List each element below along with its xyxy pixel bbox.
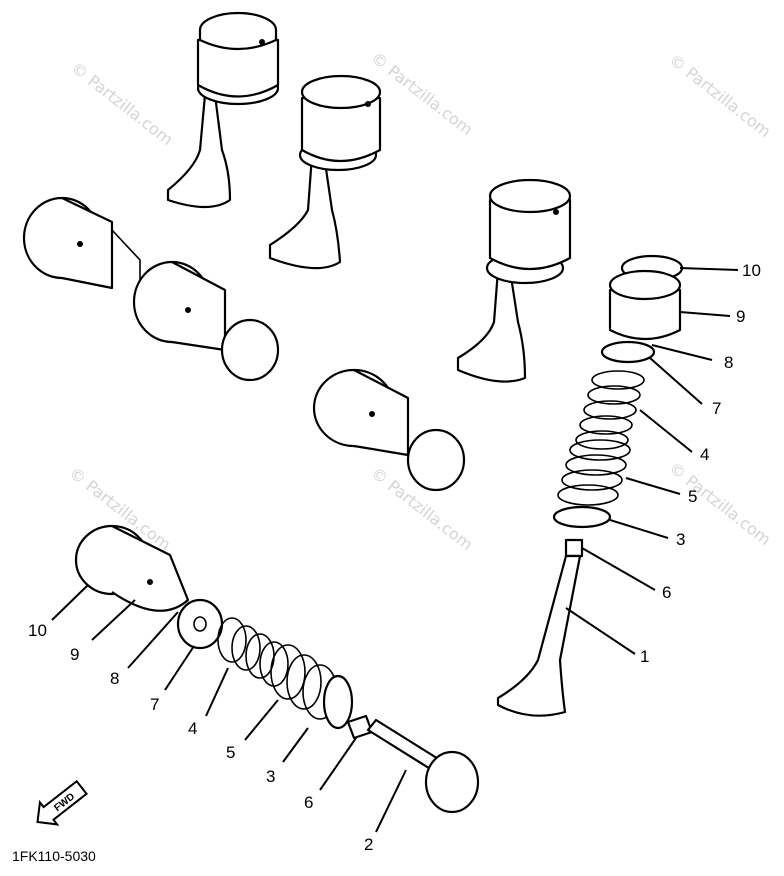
callout-7-right: 7 [712,399,721,418]
callout-9-left: 9 [70,645,79,664]
watermark: © Partzilla.com [368,48,477,139]
callout-10-left: 10 [28,621,47,640]
lifter-left [111,525,190,612]
callout-6-left: 6 [304,793,313,812]
spring-seat-left [322,674,354,730]
valve-assembly-mid-3 [312,368,466,492]
inner-spring-right [575,370,645,450]
callout-8-right: 8 [724,353,733,372]
spring-seat-right [552,505,612,529]
callout-1-right: 1 [640,647,649,666]
callout-2-left: 2 [364,835,373,854]
callout-4-left: 4 [188,719,197,738]
callout-9-right: 9 [736,307,745,326]
valve-assembly-mid-2 [132,260,280,382]
watermark: © Partzilla.com [68,58,177,149]
valve-assembly-top-1 [166,11,280,209]
lifter-right [608,288,682,340]
leaders-right [565,267,739,655]
exploded-valve-right [496,254,684,717]
diagram-code: 1FK110-5030 [12,848,96,864]
callout-4-right: 4 [700,445,709,464]
exploded-valve-left [74,524,480,814]
retainer-left [176,598,224,650]
valve-head-left [424,750,480,814]
valve-stem-left [366,718,442,772]
fwd-arrow-icon: FWD [36,779,88,826]
outer-spring-right [557,439,631,506]
callout-10-right: 10 [742,261,761,280]
callout-3-left: 3 [266,767,275,786]
watermark: © Partzilla.com [666,50,775,141]
valve-assembly-top-3 [456,178,572,383]
callout-8-left: 8 [110,669,119,688]
callouts-right: 10 9 8 7 4 5 3 6 1 [640,261,761,666]
callout-6-right: 6 [662,583,671,602]
leaders-left [51,584,407,833]
stem-seal-left [346,714,374,740]
callout-5-right: 5 [688,487,697,506]
valve-right [496,554,582,717]
valve-assembly-top-2 [268,74,382,270]
stem-seal-right [564,538,584,558]
callouts-left: 10 9 8 7 4 5 3 6 2 [28,621,373,854]
valve-assembly-mid-1 [22,196,141,300]
callout-3-right: 3 [676,530,685,549]
callout-5-left: 5 [226,743,235,762]
callout-7-left: 7 [150,695,159,714]
retainer-right [600,340,656,364]
